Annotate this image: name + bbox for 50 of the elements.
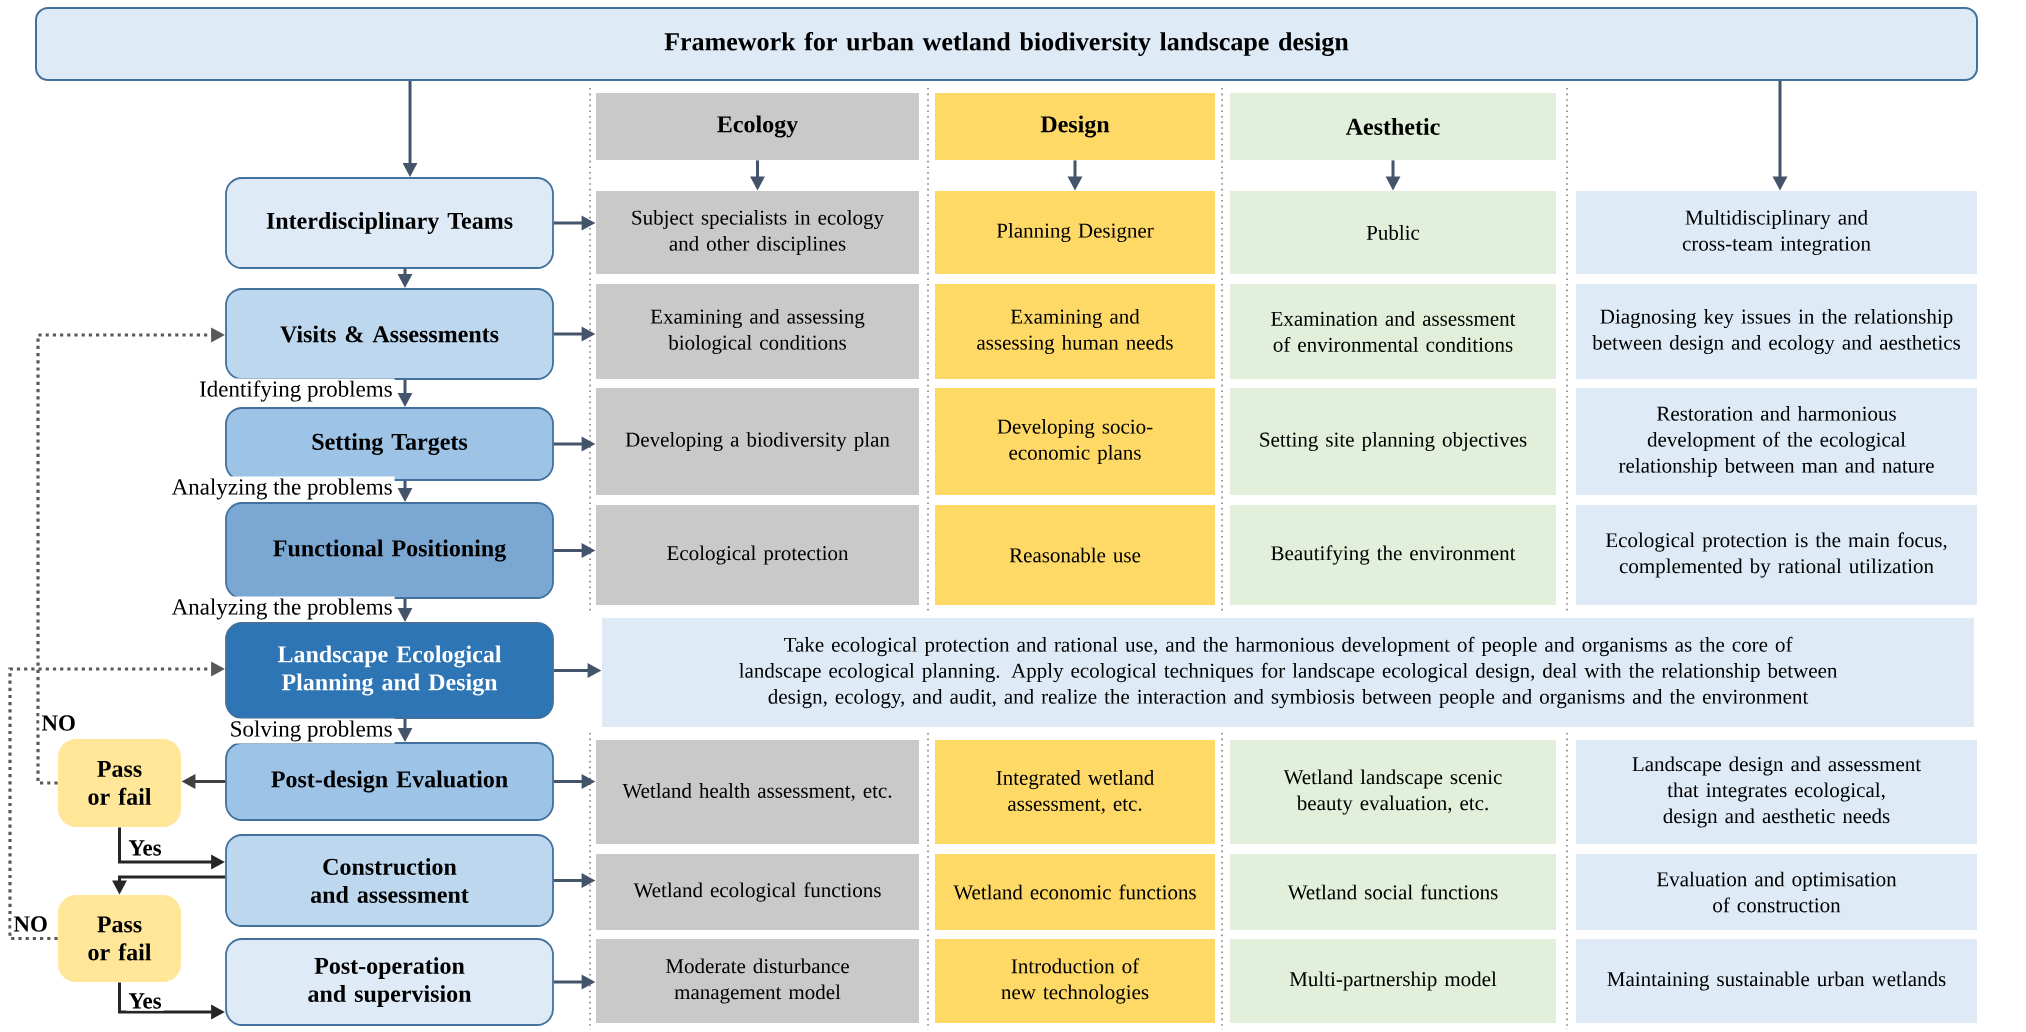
text-cell: Wetland health assessment, etc. <box>596 740 919 844</box>
text-cell: Restoration and harmonious development of the ecological relationship between man and nature <box>1576 388 1977 495</box>
text-cell: Wetland economic functions <box>935 854 1215 930</box>
decision-box: Pass or fail <box>58 739 181 827</box>
text-cell: Integrated wetland assessment, etc. <box>935 740 1215 844</box>
edge-label: NO <box>39 713 78 733</box>
process-box: Functional Positioning <box>225 502 554 599</box>
column-header: Design <box>935 93 1215 160</box>
edge-label: NO <box>11 914 50 934</box>
text-cell: Examination and assessment of environmental conditions <box>1230 284 1556 379</box>
text-cell: Examining and assessing human needs <box>935 284 1215 379</box>
column-header: Ecology <box>596 93 919 160</box>
text-cell: Evaluation and optimisation of construction <box>1576 854 1977 930</box>
edge-label: Analyzing the problems <box>169 596 395 622</box>
text-cell: Introduction of new technologies <box>935 939 1215 1023</box>
column-header: Aesthetic <box>1230 93 1556 160</box>
text-cell: Setting site planning objectives <box>1230 388 1556 495</box>
process-box: Visits & Assessments <box>225 288 554 380</box>
text-cell: Landscape design and assessment that integrates ecological, design and aesthetic needs <box>1576 740 1977 844</box>
decision-box: Pass or fail <box>58 895 181 982</box>
process-box: Post-operation and supervision <box>225 938 554 1026</box>
text-cell: Take ecological protection and rational use, and the harmonious development of people and organisms as the core of landscape ecological planning. Apply ecological techniques for landscape ecological design, deal with the relationship between design, ecology, and audit, and realize the interaction and symbiosis between people and organisms and the environment <box>602 618 1974 727</box>
text-cell: Diagnosing key issues in the relationship between design and ecology and aesthetics <box>1576 284 1977 379</box>
process-box: Landscape Ecological Planning and Design <box>225 622 554 719</box>
text-cell: Planning Designer <box>935 191 1215 274</box>
edge-label: Analyzing the problems <box>169 476 395 502</box>
text-cell: Ecological protection <box>596 505 919 605</box>
text-cell: Multi-partnership model <box>1230 939 1556 1023</box>
text-cell: Wetland ecological functions <box>596 854 919 930</box>
text-cell: Moderate disturbance management model <box>596 939 919 1023</box>
title-banner: Framework for urban wetland biodiversity landscape design <box>35 7 1978 81</box>
text-cell: Ecological protection is the main focus, complemented by rational utilization <box>1576 505 1977 605</box>
process-box: Interdisciplinary Teams <box>225 177 554 269</box>
text-cell: Reasonable use <box>935 505 1215 605</box>
text-cell: Developing a biodiversity plan <box>596 388 919 495</box>
text-cell: Multidisciplinary and cross-team integration <box>1576 191 1977 274</box>
text-cell: Maintaining sustainable urban wetlands <box>1576 939 1977 1023</box>
edge-label: Yes <box>126 838 164 858</box>
edge-label: Solving problems <box>227 718 395 744</box>
text-cell: Wetland landscape scenic beauty evaluation, etc. <box>1230 740 1556 844</box>
text-cell: Wetland social functions <box>1230 854 1556 930</box>
process-box: Post-design Evaluation <box>225 742 554 821</box>
edge-label: Yes <box>126 991 164 1011</box>
text-cell: Examining and assessing biological conditions <box>596 284 919 379</box>
edge-label: Identifying problems <box>197 378 395 404</box>
text-cell: Public <box>1230 191 1556 274</box>
text-cell: Developing socio-economic plans <box>935 388 1215 495</box>
text-cell: Subject specialists in ecology and other disciplines <box>596 191 919 274</box>
process-box: Construction and assessment <box>225 834 554 927</box>
text-cell: Beautifying the environment <box>1230 505 1556 605</box>
